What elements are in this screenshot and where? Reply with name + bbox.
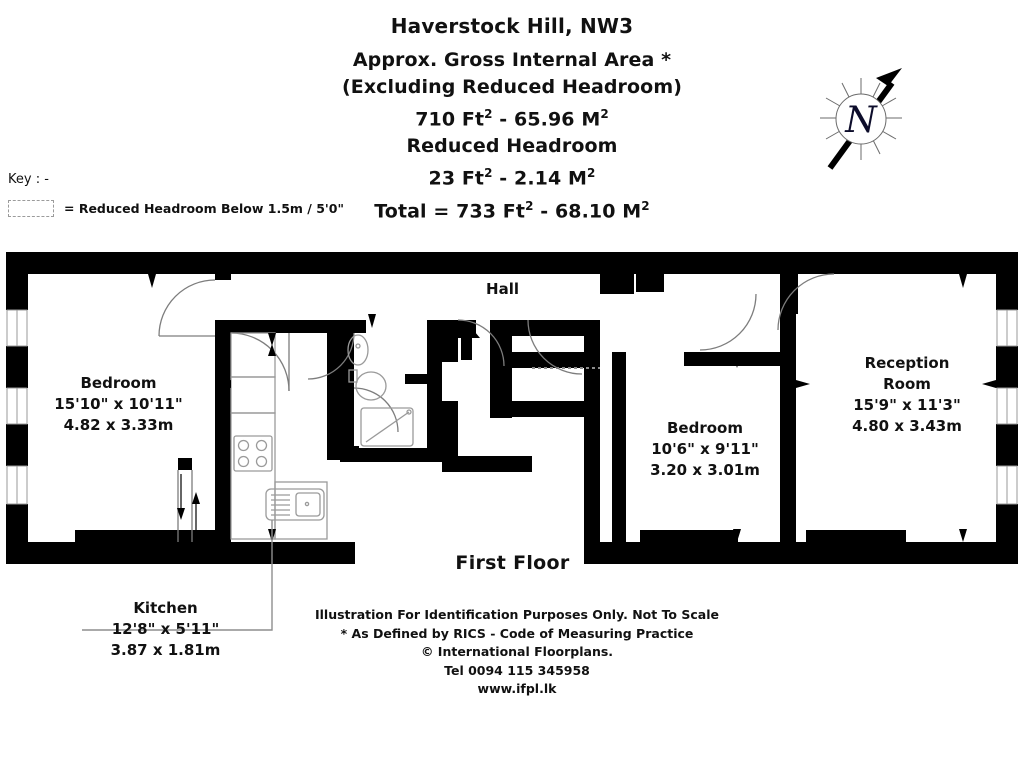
sqft-superscript-1: 2 — [484, 107, 493, 121]
kitchen-metric: 3.87 x 1.81m — [110, 641, 221, 659]
sqm-superscript-1: 2 — [600, 107, 609, 121]
compass-north-letter: N — [844, 100, 878, 141]
exterior-walls — [6, 252, 1018, 564]
key-description: = Reduced Headroom Below 1.5m / 5'0" — [64, 201, 344, 216]
sqft-superscript-3: 2 — [525, 198, 534, 213]
floor-title: First Floor — [455, 552, 570, 574]
headroom-sqm: 2.14 M — [514, 167, 588, 190]
footer-telephone: Tel 0094 115 345958 — [444, 662, 590, 678]
key-row: = Reduced Headroom Below 1.5m / 5'0" — [8, 200, 344, 217]
interior-walls — [75, 274, 906, 564]
kitchen-fittings — [230, 332, 328, 540]
sqm-superscript-2: 2 — [587, 166, 596, 181]
compass-arrow-head — [876, 68, 902, 98]
footer-website: www.ifpl.lk — [477, 681, 557, 696]
gross-area-sqft: 710 Ft — [415, 108, 485, 131]
total-dash: - — [540, 199, 549, 222]
footer-disclaimer: Illustration For Identification Purposes… — [315, 607, 719, 622]
excluding-headroom-text: (Excluding Reduced Headroom) — [341, 76, 683, 98]
footer-block: Illustration For Identification Purposes… — [232, 606, 802, 699]
gross-area-dash: - — [499, 108, 508, 131]
footer-copyright: © International Floorplans. — [420, 644, 614, 659]
dimension-arrows — [14, 274, 996, 544]
compass-circle — [835, 93, 887, 145]
total-sqm: 68.10 M — [554, 199, 642, 222]
gross-area-sqm: 65.96 M — [514, 108, 601, 131]
door-swings — [158, 273, 835, 542]
cupboard-arrows — [177, 474, 200, 538]
windows-right-wall — [996, 309, 1018, 505]
sqft-superscript-2: 2 — [484, 166, 493, 181]
windows-left-wall — [6, 309, 28, 505]
bathroom-fittings — [347, 334, 414, 447]
total-sqft: Total = 733 Ft — [374, 199, 526, 222]
reduced-headroom-text: Reduced Headroom — [406, 135, 618, 158]
sqm-superscript-3: 2 — [641, 198, 650, 213]
compass-north-arrow-icon: N — [820, 68, 902, 170]
key-title: Key : - — [8, 172, 49, 187]
footer-rics-note: * As Defined by RICS - Code of Measuring… — [340, 625, 694, 641]
page-title: Haverstock Hill, NW3 — [390, 14, 634, 38]
gross-area-text: Approx. Gross Internal Area * — [352, 49, 672, 71]
kitchen-leader-line — [82, 520, 273, 631]
floor-plan-drawing — [6, 252, 1018, 564]
reduced-headroom-swatch-icon — [8, 200, 54, 217]
key-legend: Key : - = Reduced Headroom Below 1.5m / … — [8, 172, 344, 217]
headroom-dash: - — [499, 167, 508, 190]
headroom-sqft: 23 Ft — [428, 167, 485, 190]
room-label-hall: Hall — [486, 280, 519, 298]
